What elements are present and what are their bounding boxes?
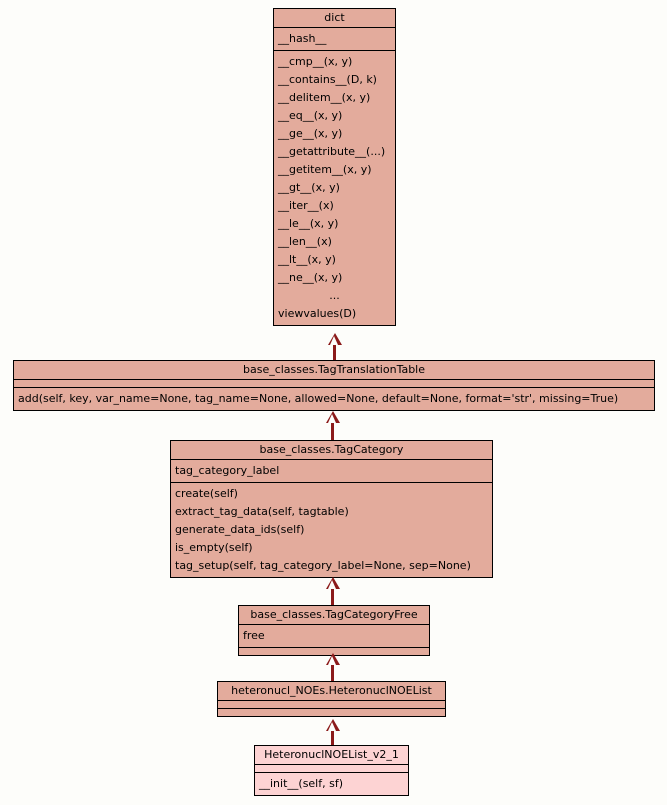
- edge-line: [331, 589, 334, 605]
- operation-row: __init__(self, sf): [259, 777, 344, 790]
- operation-row: __delitem__(x, y): [278, 91, 371, 104]
- operation-row: __eq__(x, y): [278, 109, 343, 122]
- operation-row: __ge__(x, y): [278, 127, 343, 140]
- operation-row: is_empty(self): [175, 541, 253, 554]
- edge-line: [331, 423, 334, 440]
- operation-row: __le__(x, y): [278, 217, 339, 230]
- class-title: HeteronuclNOEList_v2_1: [255, 746, 408, 765]
- operation-row: __lt__(x, y): [278, 253, 336, 266]
- generalization-arrowhead-icon: [327, 333, 342, 345]
- attribute-row: __hash__: [278, 32, 327, 45]
- class-box-tag-category[interactable]: base_classes.TagCategory tag_category_la…: [170, 440, 493, 578]
- class-attributes-empty: [218, 701, 445, 709]
- generalization-arrowhead-icon: [325, 719, 340, 731]
- attribute-row: tag_category_label: [175, 464, 280, 477]
- class-operations: add(self, key, var_name=None, tag_name=N…: [14, 388, 654, 410]
- edge-line: [331, 731, 334, 745]
- edge-line: [333, 345, 336, 360]
- operation-row: viewvalues(D): [278, 307, 357, 320]
- class-attributes: __hash__: [274, 28, 395, 51]
- operation-row: __getattribute__(...): [278, 145, 386, 158]
- operation-row: __cmp__(x, y): [278, 55, 353, 68]
- class-operations-empty: [218, 709, 445, 716]
- operation-row: __len__(x): [278, 235, 332, 248]
- class-title: base_classes.TagCategoryFree: [239, 606, 429, 625]
- operation-row-ellipsis: ...: [329, 289, 340, 302]
- attribute-row: free: [243, 629, 265, 642]
- operation-row: tag_setup(self, tag_category_label=None,…: [175, 559, 471, 572]
- operation-row: __gt__(x, y): [278, 181, 340, 194]
- edge-line: [331, 665, 334, 681]
- class-title: dict: [274, 9, 395, 28]
- class-title: base_classes.TagCategory: [171, 441, 492, 460]
- operation-row: extract_tag_data(self, tagtable): [175, 505, 349, 518]
- class-attributes: free: [239, 625, 429, 648]
- class-attributes-empty: [14, 380, 654, 388]
- operation-row: __getitem__(x, y): [278, 163, 372, 176]
- class-attributes: tag_category_label: [171, 460, 492, 483]
- operation-row: __ne__(x, y): [278, 271, 343, 284]
- class-box-tag-translation-table[interactable]: base_classes.TagTranslationTable add(sel…: [13, 360, 655, 411]
- class-box-heteronuc-noe-list[interactable]: heteronucl_NOEs.HeteronuclNOEList: [217, 681, 446, 717]
- class-attributes-empty: [255, 765, 408, 773]
- generalization-arrowhead-icon: [325, 577, 340, 589]
- class-box-tag-category-free[interactable]: base_classes.TagCategoryFree free: [238, 605, 430, 656]
- class-operations: __cmp__(x, y) __contains__(D, k) __delit…: [274, 51, 395, 325]
- operation-row: __contains__(D, k): [278, 73, 377, 86]
- generalization-arrowhead-icon: [325, 411, 340, 423]
- class-title: base_classes.TagTranslationTable: [14, 361, 654, 380]
- operation-row: add(self, key, var_name=None, tag_name=N…: [18, 392, 619, 405]
- operation-row: create(self): [175, 487, 238, 500]
- class-title: heteronucl_NOEs.HeteronuclNOEList: [218, 682, 445, 701]
- operation-row: generate_data_ids(self): [175, 523, 305, 536]
- class-operations: __init__(self, sf): [255, 773, 408, 795]
- generalization-arrowhead-icon: [325, 653, 340, 665]
- class-box-dict[interactable]: dict __hash__ __cmp__(x, y) __contains__…: [273, 8, 396, 326]
- operation-row: __iter__(x): [278, 199, 334, 212]
- class-operations: create(self) extract_tag_data(self, tagt…: [171, 483, 492, 577]
- class-box-heteronuc-noe-list-v2-1[interactable]: HeteronuclNOEList_v2_1 __init__(self, sf…: [254, 745, 409, 796]
